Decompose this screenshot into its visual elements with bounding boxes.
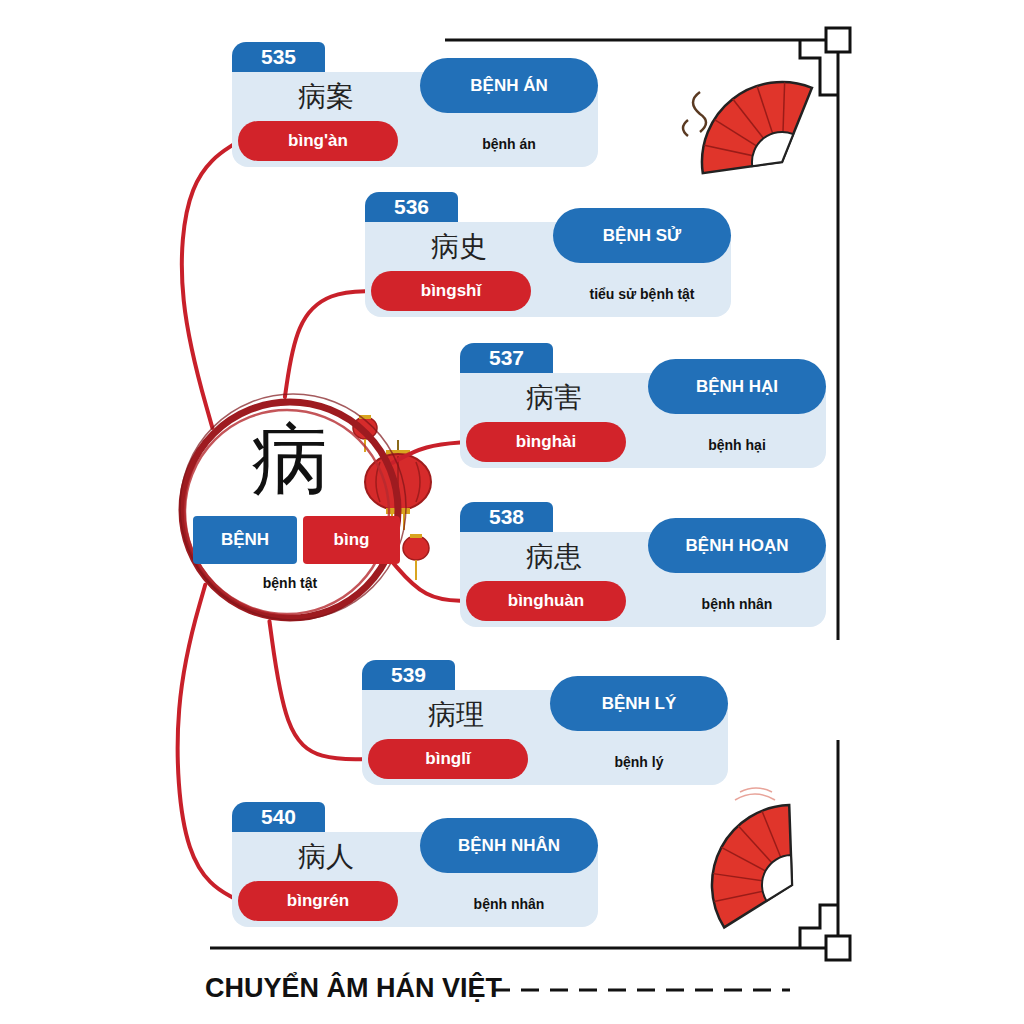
reading-text: bìnghài (516, 432, 576, 452)
chinese-character: 病 (175, 417, 405, 503)
number-text: 540 (261, 805, 296, 829)
motion-lines (735, 788, 775, 800)
callout-number: 537 (460, 343, 553, 373)
reading-text: BỆNH NHÂN (458, 836, 560, 856)
sino-vietnamese-box: BỆNH (193, 516, 297, 564)
word-card: 病理bệnh lý539BỆNH LÝbìnglǐ (362, 690, 728, 785)
meaning-text: bệnh tật (175, 575, 405, 591)
callout-number: 539 (362, 660, 455, 690)
connector-curve (393, 442, 467, 463)
pinyin-pill: bìnglǐ (368, 739, 528, 779)
pinyin-pill: bìngshǐ (371, 271, 531, 311)
reading-text: BỆNH ÁN (470, 76, 547, 96)
meaning-text: bệnh hại (648, 437, 826, 453)
chinese-word: 病患 (460, 538, 648, 576)
connector-curve (178, 585, 239, 901)
callout-number: 538 (460, 502, 553, 532)
connector-curve (269, 621, 369, 759)
reading-text: bìng'àn (288, 131, 348, 151)
word-card: 病案bệnh án535BỆNH ÁNbìng'àn (232, 72, 598, 167)
pinyin-pill: bìnghuàn (466, 581, 626, 621)
number-text: 536 (394, 195, 429, 219)
meaning-text: bệnh lý (550, 754, 728, 770)
number-text: 538 (489, 505, 524, 529)
pinyin-pill: bìnghài (466, 422, 626, 462)
chinese-word: 病害 (460, 379, 648, 417)
pinyin-pill: bìng'àn (238, 121, 398, 161)
fan-icon (689, 786, 825, 946)
meaning-text: tiểu sử bệnh tật (553, 286, 731, 302)
reading-text: bìngrén (287, 891, 349, 911)
dashed-rule (492, 989, 790, 992)
pinyin-pill: bìngrén (238, 881, 398, 921)
reading-text: bìng (334, 530, 370, 550)
sino-vietnamese-pill: BỆNH NHÂN (420, 818, 598, 873)
sino-vietnamese-pill: BỆNH ÁN (420, 58, 598, 113)
meaning-text: bệnh án (420, 136, 598, 152)
word-card: 病人bệnh nhân540BỆNH NHÂNbìngrén (232, 832, 598, 927)
number-text: 537 (489, 346, 524, 370)
reading-text: BỆNH SỬ (603, 226, 681, 246)
callout-number: 535 (232, 42, 325, 72)
number-text: 539 (391, 663, 426, 687)
sino-vietnamese-pill: BỆNH SỬ (553, 208, 731, 263)
word-card: 病患bệnh nhân538BỆNH HOẠNbìnghuàn (460, 532, 826, 627)
reading-text: BỆNH HOẠN (686, 536, 789, 556)
chinese-word: 病人 (232, 838, 420, 876)
sino-vietnamese-pill: BỆNH LÝ (550, 676, 728, 731)
pinyin-box: bìng (303, 516, 400, 564)
motion-lines (683, 92, 706, 136)
word-card: 病害bệnh hại537BỆNH HẠIbìnghài (460, 373, 826, 468)
reading-text: bìngshǐ (421, 281, 481, 301)
reading-text: BỆNH HẠI (696, 377, 778, 397)
reading-text: bìnghuàn (508, 591, 584, 611)
fan-icon (678, 56, 836, 204)
chinese-word: 病史 (365, 228, 553, 266)
reading-text: BỆNH LÝ (602, 694, 677, 714)
meaning-text: bệnh nhân (420, 896, 598, 912)
sino-vietnamese-pill: BỆNH HẠI (648, 359, 826, 414)
sino-vietnamese-pill: BỆNH HOẠN (648, 518, 826, 573)
central-circle: 病 bệnh tật BỆNH bìng (175, 395, 405, 625)
footer-label: CHUYỂN ÂM HÁN VIỆT (205, 973, 502, 1004)
chinese-word: 病理 (362, 696, 550, 734)
reading-text: BỆNH (221, 530, 269, 550)
word-card: 病史tiểu sử bệnh tật536BỆNH SỬbìngshǐ (365, 222, 731, 317)
callout-number: 540 (232, 802, 325, 832)
connector-curve (391, 561, 467, 601)
connector-curve (182, 141, 239, 428)
chinese-word: 病案 (232, 78, 420, 116)
reading-text: bìnglǐ (425, 749, 470, 769)
callout-number: 536 (365, 192, 458, 222)
connector-curve (285, 291, 372, 397)
number-text: 535 (261, 45, 296, 69)
meaning-text: bệnh nhân (648, 596, 826, 612)
